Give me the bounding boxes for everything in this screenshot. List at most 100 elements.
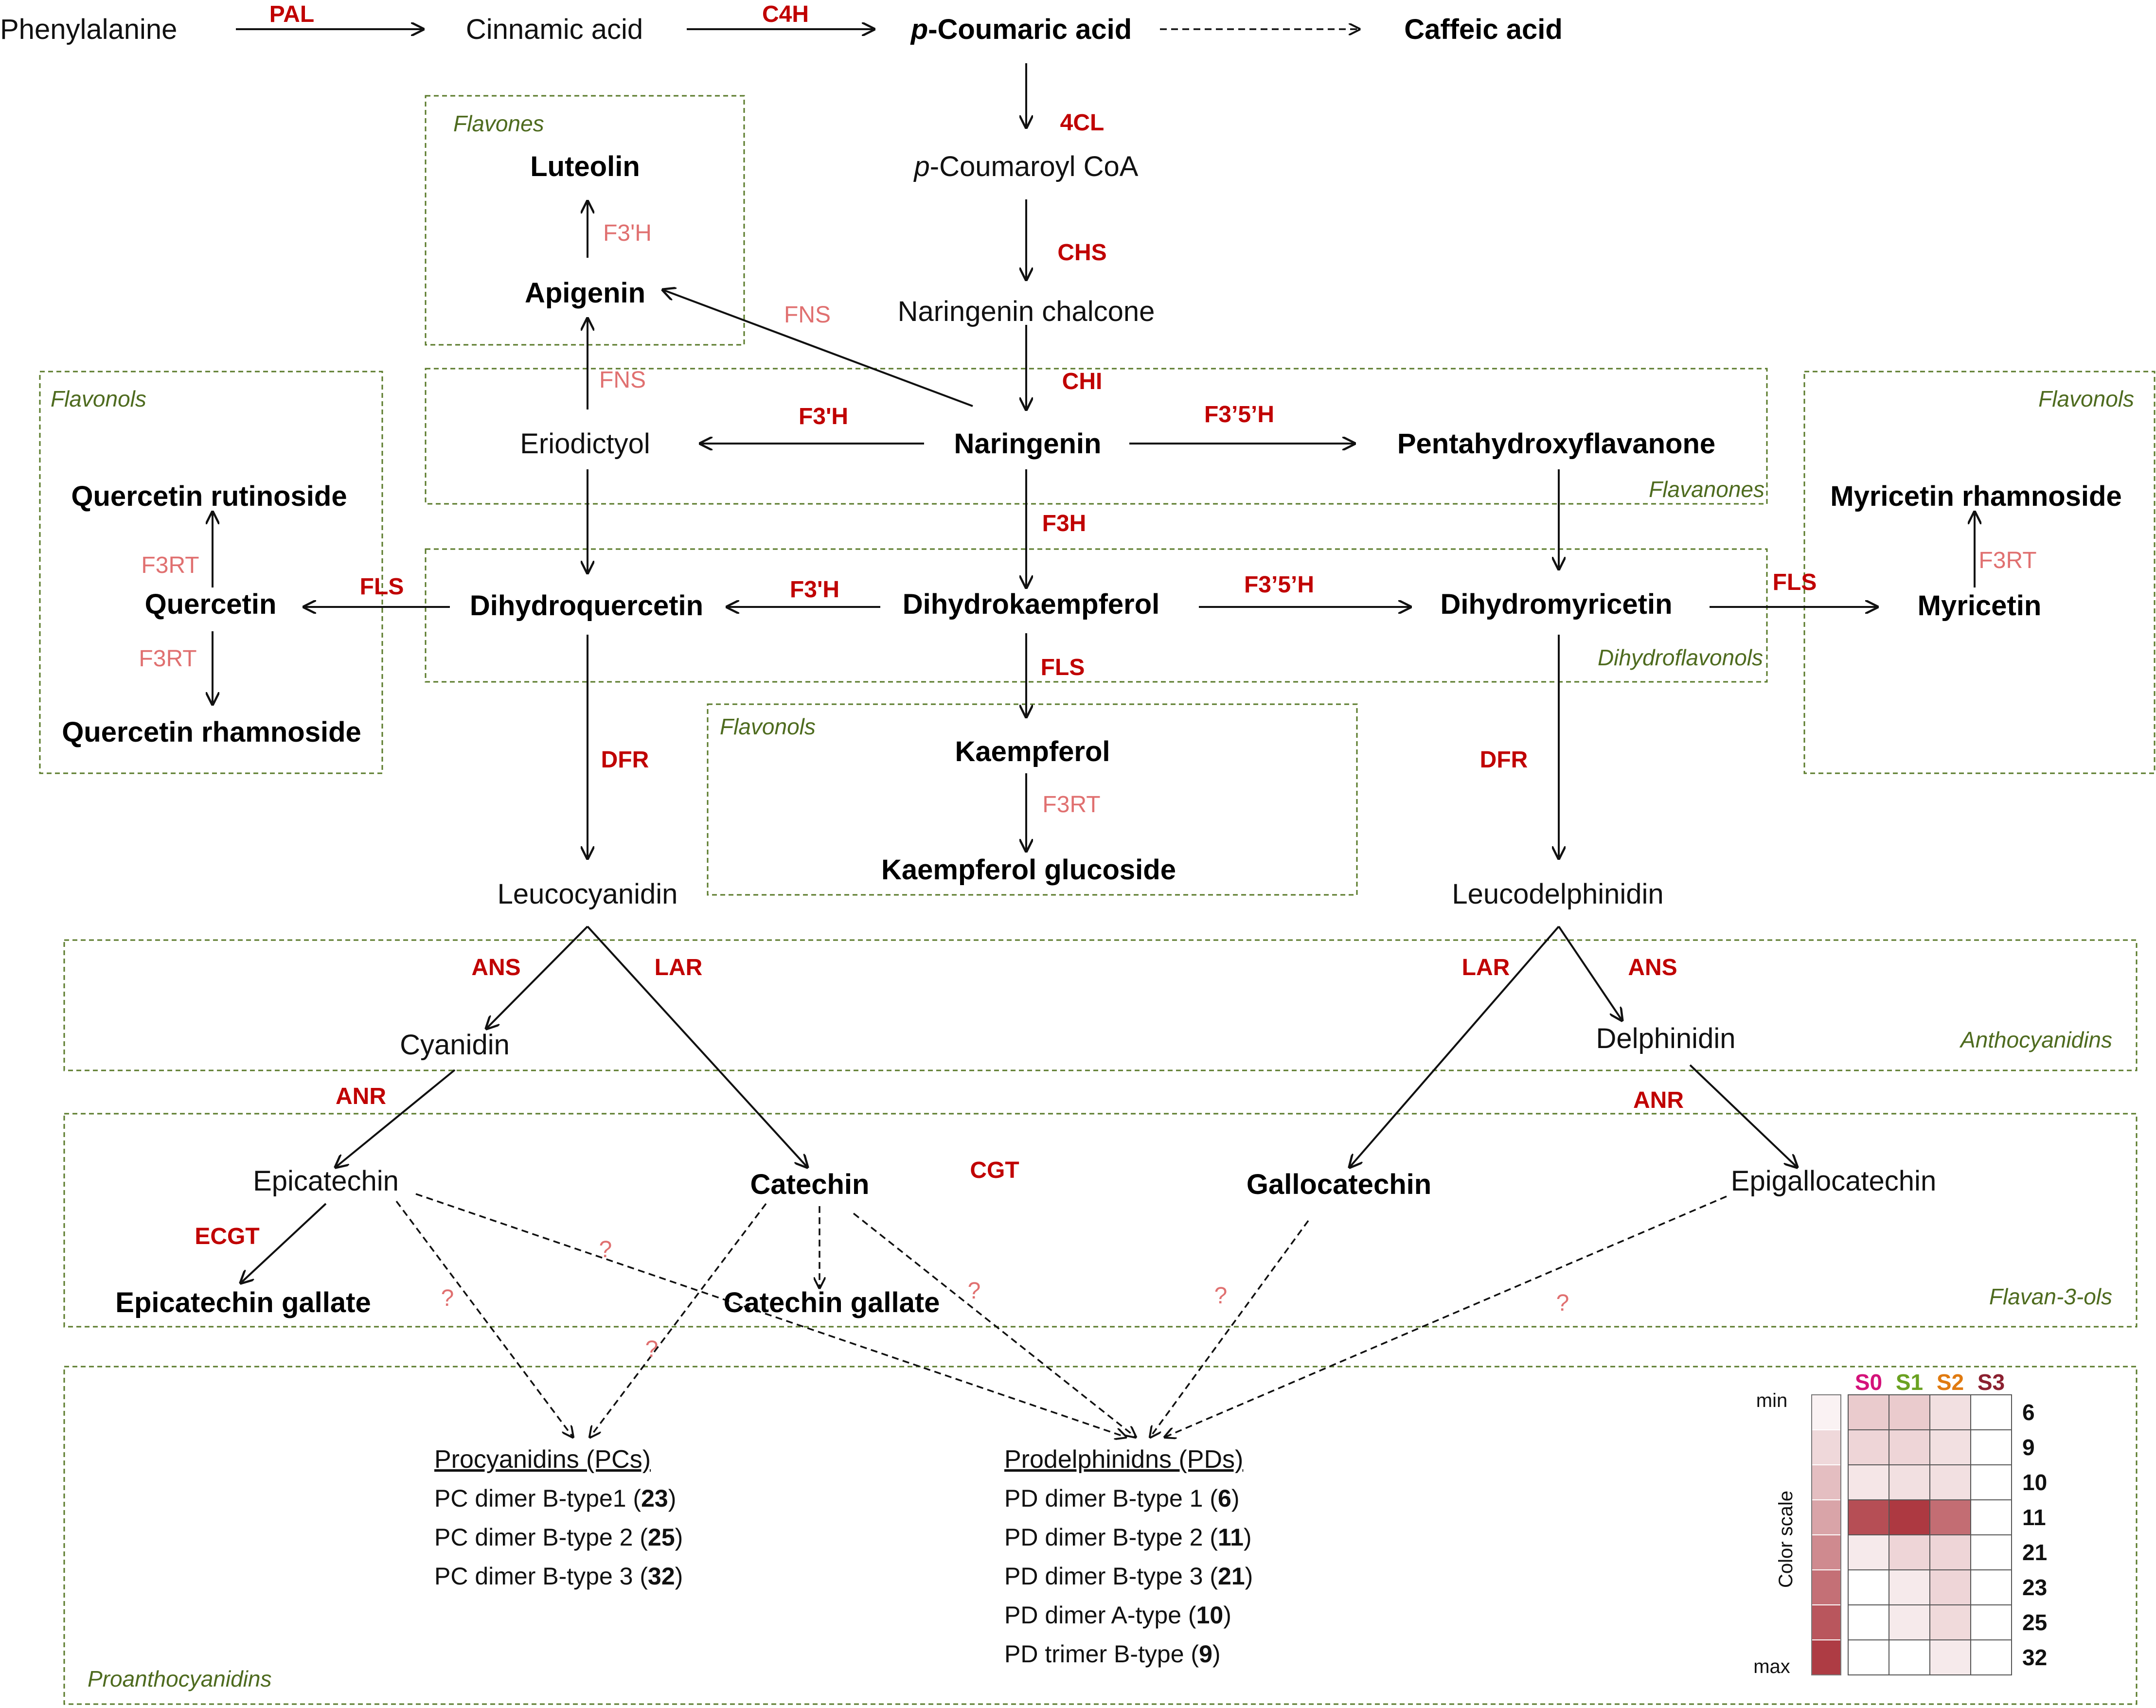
compound-name-rest: -Coumaroyl CoA: [930, 151, 1139, 182]
compound-dihydromyricetin: Dihydromyricetin: [1441, 588, 1673, 620]
heatmap-cell: [1970, 1499, 2012, 1535]
item-count: 25: [648, 1524, 675, 1551]
compound-epicatechin-gallate: Epicatechin gallate: [115, 1287, 371, 1318]
item-count: 11: [1218, 1524, 1244, 1551]
heatmap-cell: [1929, 1464, 1971, 1500]
unknown-step-mark: ?: [1214, 1283, 1228, 1309]
arrow-anr-epicatechin: [336, 1069, 456, 1167]
color-scale-step: [1811, 1534, 1841, 1570]
flavonols-right-box: [1803, 371, 2156, 774]
heatmap-row-label: 10: [2022, 1470, 2047, 1495]
procyanidin-item: PC dimer B-type 2 (25): [434, 1524, 683, 1551]
item-label: PD dimer A-type (: [1004, 1601, 1196, 1629]
compound-epicatechin: Epicatechin: [253, 1165, 399, 1197]
enzyme-dfr-2: DFR: [1480, 747, 1528, 773]
item-label: PD dimer B-type 3 (: [1004, 1563, 1218, 1590]
dashed-arrow-epicatechin-pd: [415, 1193, 1126, 1437]
heatmap-cell: [1848, 1394, 1889, 1430]
prodelphinidin-item: PD dimer B-type 2 (11): [1004, 1524, 1252, 1551]
compound-epigallocatechin: Epigallocatechin: [1731, 1165, 1936, 1197]
arrow-lar-catechin: [587, 925, 807, 1167]
heatmap-row-label: 9: [2022, 1435, 2035, 1460]
heatmap-cell: [1929, 1499, 1971, 1535]
heatmap-row-label: 11: [2022, 1505, 2046, 1530]
heatmap-cell: [1929, 1394, 1971, 1430]
flavones-box: [425, 95, 745, 346]
enzyme-f3rt-m: F3RT: [1978, 548, 2036, 573]
heatmap-cell: [1970, 1534, 2012, 1570]
enzyme-fls-kaempferol: FLS: [1041, 655, 1085, 680]
compound-cyanidin: Cyanidin: [400, 1029, 510, 1061]
flavan3ols-box: [63, 1113, 2138, 1328]
heatmap-cell: [1889, 1499, 1930, 1535]
color-scale-frame: [1811, 1394, 1841, 1675]
enzyme-ans-2: ANS: [1628, 955, 1677, 980]
enzyme-f3rt-q1: F3RT: [141, 552, 199, 578]
heatmap-cell: [1970, 1569, 2012, 1605]
heatmap-cell: [1929, 1639, 1971, 1675]
anthocyanidins-label: Anthocyanidins: [1959, 1027, 2112, 1052]
prodelphinidin-item: PD trimer B-type (9): [1004, 1640, 1221, 1668]
anthocyanidins-box: [63, 939, 2138, 1071]
compound-kaempferol: Kaempferol: [955, 736, 1110, 767]
color-scale-step: [1811, 1464, 1841, 1500]
compound-myricetin-rhamnoside: Myricetin rhamnoside: [1830, 480, 2121, 512]
color-scale-step: [1811, 1499, 1841, 1535]
compound-catechin: Catechin: [750, 1169, 870, 1200]
enzyme-anr-1: ANR: [336, 1084, 386, 1109]
heatmap-cell: [1889, 1394, 1930, 1430]
flavones-label: Flavones: [453, 111, 544, 136]
color-scale-step: [1811, 1429, 1841, 1465]
dihydroflavonols-label: Dihydroflavonols: [1598, 645, 1763, 670]
compound-eriodictyol: Eriodictyol: [520, 428, 650, 460]
dashed-arrow-gallocatechin-pd: [1150, 1220, 1309, 1437]
procyanidins-header: Procyanidins (PCs): [434, 1445, 651, 1474]
enzyme-chi: CHI: [1062, 369, 1103, 394]
heatmap-cell: [1848, 1534, 1889, 1570]
enzyme-fns-2: FNS: [599, 367, 646, 393]
compound-dihydroquercetin: Dihydroquercetin: [470, 590, 703, 622]
enzyme-f3rt-k: F3RT: [1042, 792, 1100, 818]
item-count: 9: [1199, 1640, 1212, 1668]
solid-arrows: [213, 29, 1975, 1283]
dashed-arrow-catechin-pd: [853, 1212, 1136, 1437]
enzyme-c4h: C4H: [762, 1, 809, 27]
procyanidin-item: PC dimer B-type 3 (32): [434, 1563, 683, 1590]
enzyme-lar-2: LAR: [1462, 955, 1510, 980]
heatmap-cell: [1970, 1639, 2012, 1675]
heatmap-cell: [1970, 1464, 2012, 1500]
enzyme-fns-1: FNS: [784, 302, 831, 328]
flavan3ols-label: Flavan-3-ols: [1989, 1284, 2112, 1309]
item-close: ): [1244, 1524, 1252, 1551]
heatmap-column-label: S1: [1896, 1370, 1923, 1395]
heatmap-column-label: S2: [1937, 1370, 1964, 1395]
enzyme-f3h: F3H: [1042, 511, 1087, 536]
heatmap-column-label: S0: [1855, 1370, 1882, 1395]
flavonols-mid-box: [707, 703, 1358, 896]
unknown-step-mark: ?: [599, 1237, 612, 1263]
italic-prefix: p: [913, 151, 930, 182]
flavonols-right-label: Flavonols: [2038, 386, 2134, 411]
heatmap-cell: [1848, 1464, 1889, 1500]
dashed-arrow-epicatechin-pc: [395, 1200, 573, 1437]
prodelphinidins-list: Prodelphinidns (PDs) PD dimer B-type 1 (…: [1004, 1445, 1253, 1668]
compound-quercetin-rutinoside: Quercetin rutinoside: [71, 480, 347, 512]
heatmap-cell: [1929, 1604, 1971, 1640]
procyanidin-item: PC dimer B-type1 (23): [434, 1485, 676, 1512]
compound-leucocyanidin: Leucocyanidin: [498, 878, 678, 910]
color-scale-step: [1811, 1569, 1841, 1605]
item-label: PD dimer B-type 1 (: [1004, 1485, 1218, 1512]
item-label: PD dimer B-type 2 (: [1004, 1524, 1218, 1551]
flavanones-label: Flavanones: [1649, 477, 1764, 502]
compound-dihydrokaempferol: Dihydrokaempferol: [903, 588, 1160, 620]
compound-phenylalanine: Phenylalanine: [0, 14, 177, 45]
prodelphinidin-item: PD dimer B-type 3 (21): [1004, 1563, 1253, 1590]
compound-luteolin: Luteolin: [530, 151, 640, 182]
heatmap-cell: [1889, 1639, 1930, 1675]
item-close: ): [668, 1485, 677, 1512]
heatmap-cell: [1970, 1429, 2012, 1465]
dihydroflavonols-box: [425, 548, 1768, 683]
heatmap-cell: [1929, 1429, 1971, 1465]
